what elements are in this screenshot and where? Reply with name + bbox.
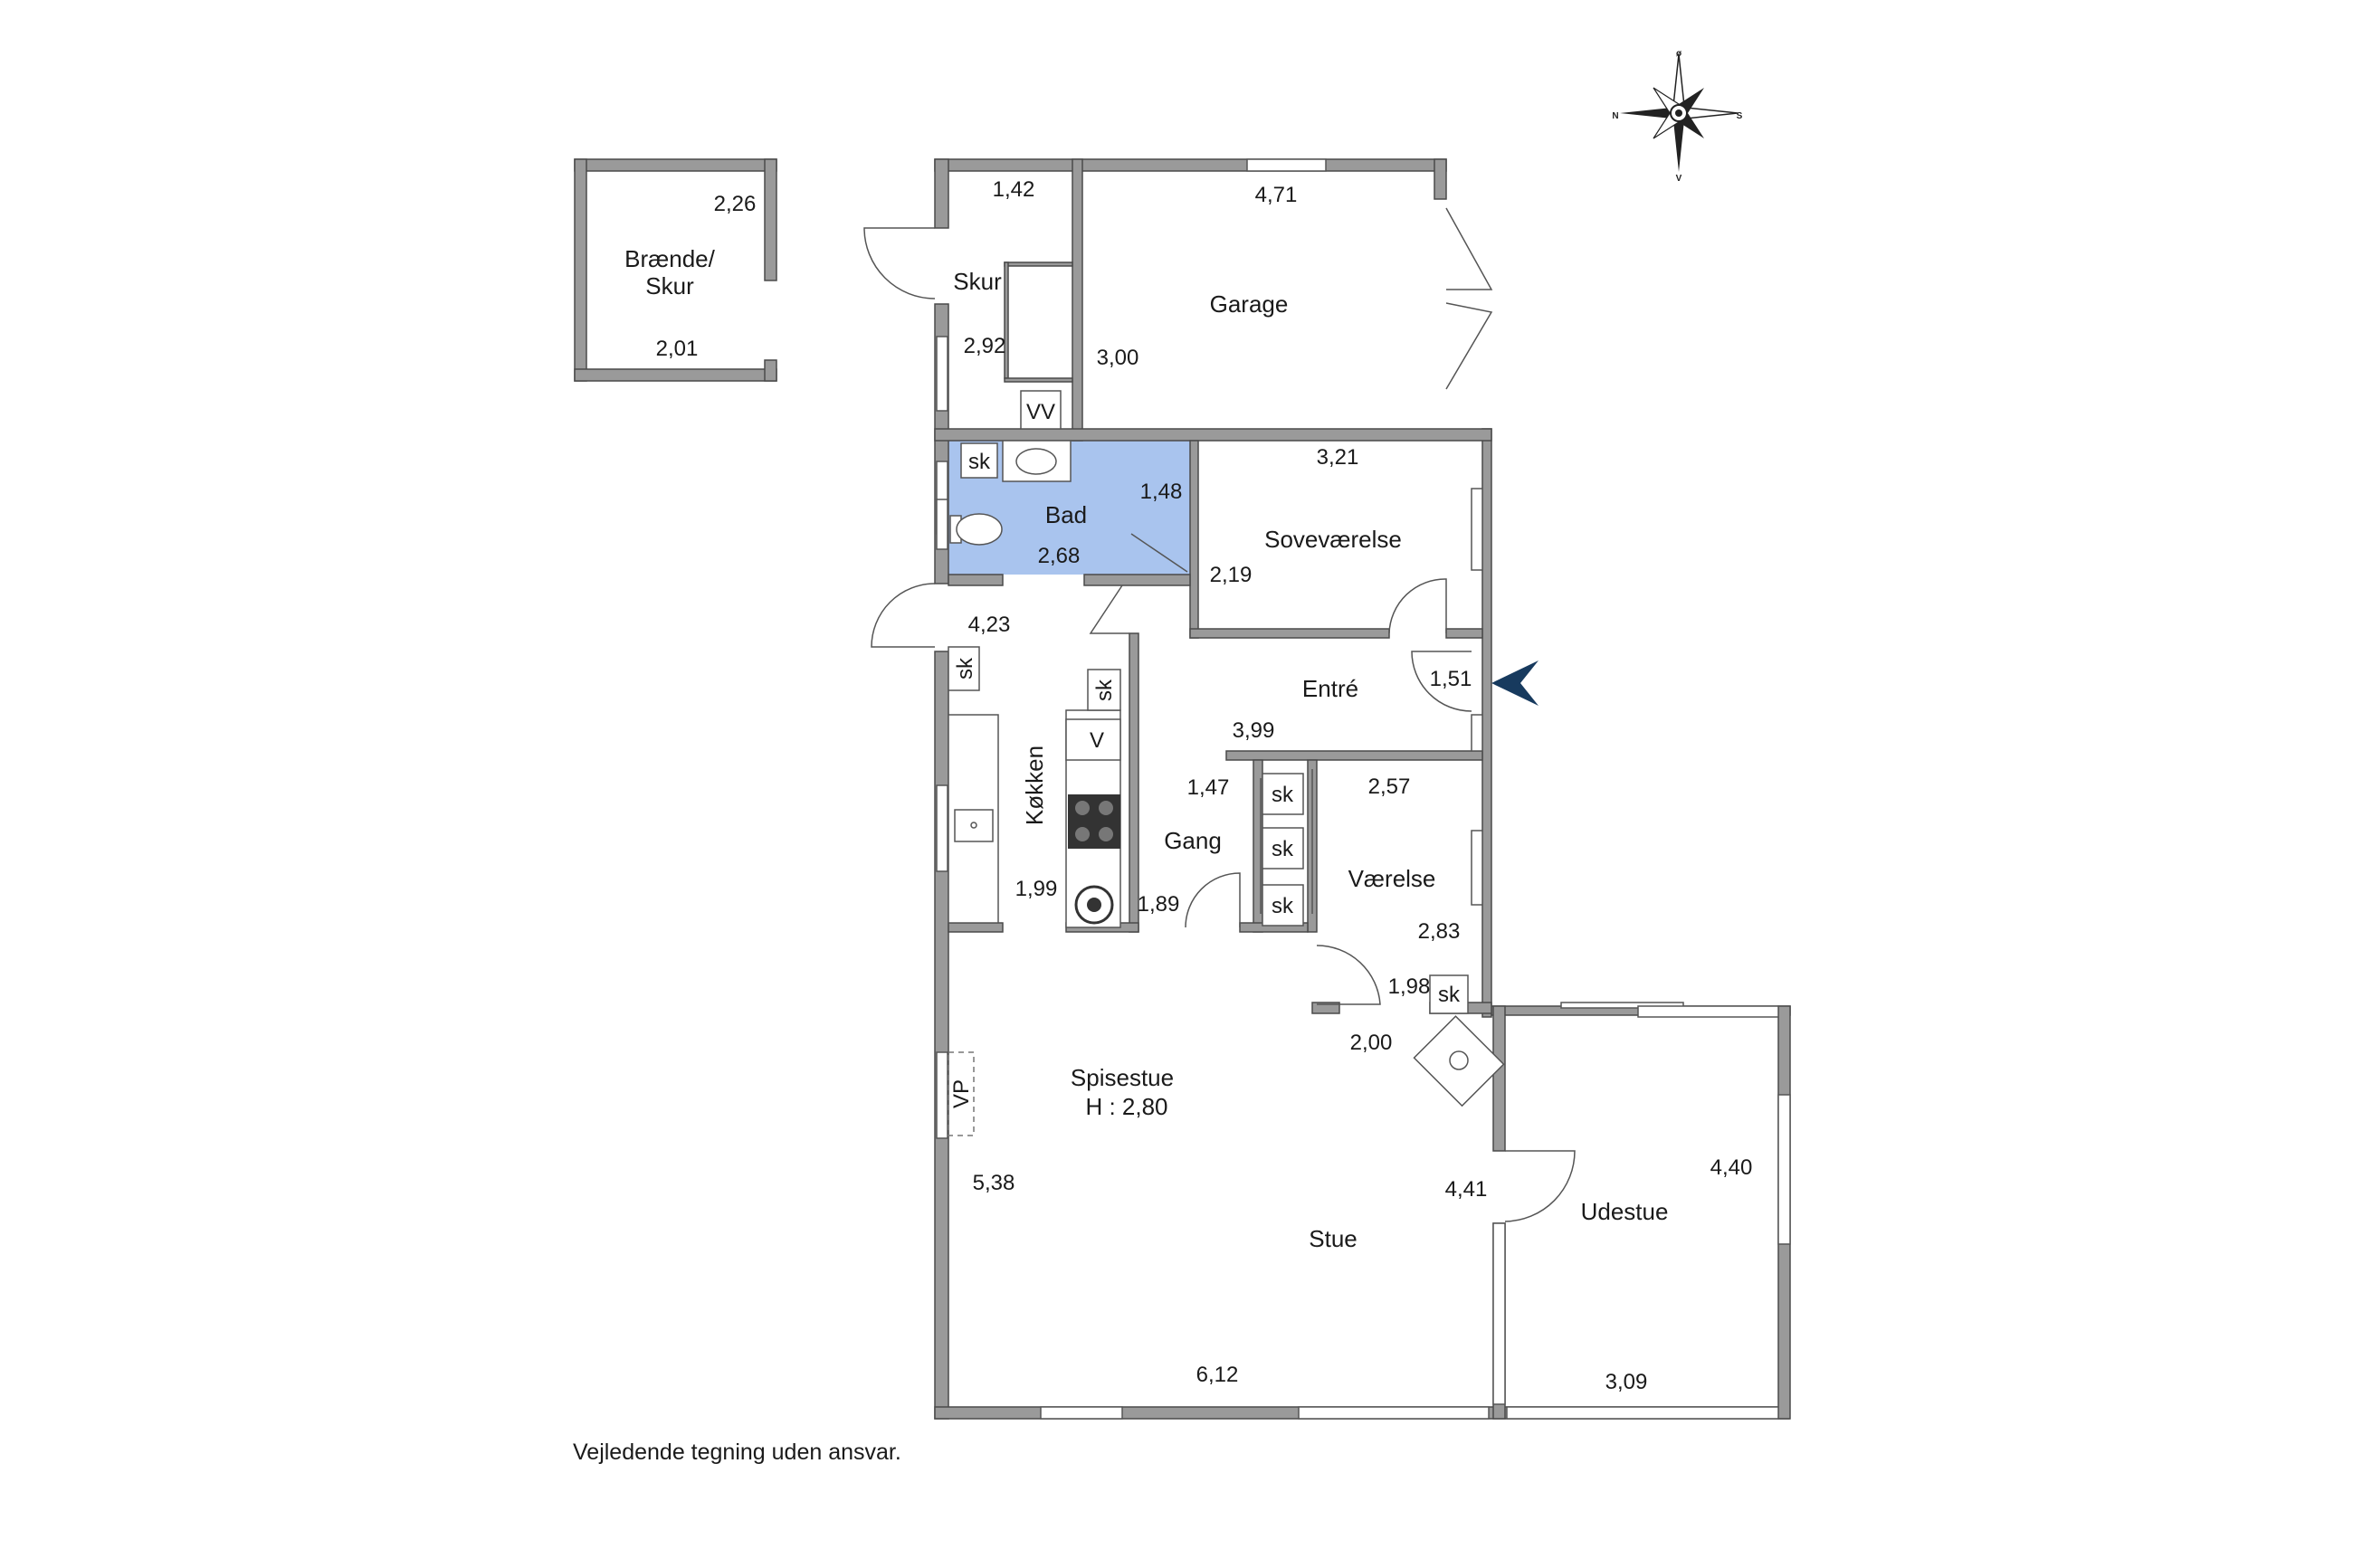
dim-koekken-bottom: 1,99 [1015, 877, 1058, 901]
dim-skur-side: 2,92 [964, 334, 1006, 358]
dim-closet-small: 1,98 [1388, 974, 1431, 999]
dim-udestue-side: 4,40 [1710, 1155, 1753, 1180]
compass-north-label: ø [1676, 49, 1682, 59]
dim-koekken-top: 4,23 [968, 613, 1011, 637]
dim-udestue-bottom: 3,09 [1605, 1370, 1648, 1394]
dim-gang-bottom: 1,89 [1138, 892, 1180, 917]
label-sk-closet-3: sk [1272, 894, 1294, 918]
windows [936, 158, 1791, 1420]
fixture-labels: VV sk sk sk V sk sk sk sk VP [949, 400, 1461, 1108]
entrance-arrow-icon [1491, 660, 1538, 706]
room-braende-skur-line1: Brænde/ [624, 245, 715, 272]
compass-east-label: S [1737, 111, 1743, 121]
dim-hall-small: 2,00 [1350, 1031, 1393, 1055]
vp-box [948, 1051, 975, 1136]
dim-braende-top: 2,26 [714, 192, 757, 216]
dim-stue-bottom: 6,12 [1196, 1363, 1239, 1387]
dim-vaerelse-top: 2,57 [1368, 774, 1411, 799]
room-gang: Gang [1164, 827, 1222, 854]
room-bad: Bad [1045, 501, 1087, 528]
walls [574, 158, 1791, 1420]
room-braende-skur-line2: Skur [645, 272, 694, 299]
label-vp: VP [949, 1079, 974, 1108]
dim-bad-bottom: 2,68 [1038, 544, 1081, 568]
room-spisestue-height: H : 2,80 [1085, 1093, 1167, 1120]
label-sk-koekken: sk [953, 657, 977, 679]
dim-sove-top: 3,21 [1317, 445, 1359, 470]
dim-gang-top: 1,47 [1187, 775, 1230, 800]
stove-top [1068, 794, 1120, 849]
compass-south-label: V [1676, 174, 1682, 184]
room-skur: Skur [953, 268, 1002, 295]
dim-garage-top: 4,71 [1255, 183, 1298, 207]
compass-icon [1620, 53, 1739, 172]
disclaimer-caption: Vejledende tegning uden ansvar. [573, 1440, 901, 1465]
room-vaerelse: Værelse [1348, 865, 1436, 892]
room-spisestue: Spisestue [1071, 1064, 1174, 1091]
label-sk-vaerelse: sk [1438, 983, 1461, 1007]
dim-skur-top: 1,42 [993, 177, 1035, 202]
room-labels: Brænde/ Skur Skur Garage Bad Soveværelse… [624, 245, 1668, 1252]
doors [863, 207, 1576, 1222]
compass-west-label: N [1612, 111, 1618, 121]
label-sk-closet-2: sk [1272, 837, 1294, 861]
room-sovevaerelse: Soveværelse [1264, 526, 1402, 553]
label-sk-closet-1: sk [1272, 783, 1294, 807]
room-udestue: Udestue [1581, 1198, 1669, 1225]
dim-garage-side: 3,00 [1097, 346, 1139, 370]
label-v: V [1090, 728, 1104, 753]
room-garage: Garage [1210, 290, 1289, 318]
dim-vaerelse-side: 2,83 [1418, 919, 1461, 944]
dim-stue-side: 4,41 [1445, 1177, 1488, 1202]
dimension-labels: 2,26 2,01 1,42 2,92 4,71 3,00 1,48 2,68 … [656, 177, 1753, 1394]
room-entre: Entré [1302, 675, 1358, 702]
label-vv: VV [1026, 400, 1055, 424]
dim-bad-side: 1,48 [1140, 480, 1183, 504]
dim-entre-bottom: 3,99 [1233, 718, 1275, 743]
label-sk-range: sk [1092, 679, 1117, 701]
room-koekken: Køkken [1021, 746, 1048, 825]
fixtures [948, 390, 1505, 1136]
room-stue: Stue [1309, 1225, 1358, 1252]
dim-spisestue-side: 5,38 [973, 1171, 1015, 1195]
label-sk-bad: sk [968, 450, 991, 474]
dim-sove-side: 2,19 [1210, 563, 1253, 587]
dim-entre-small: 1,51 [1430, 667, 1472, 691]
dim-braende-bottom: 2,01 [656, 337, 699, 361]
